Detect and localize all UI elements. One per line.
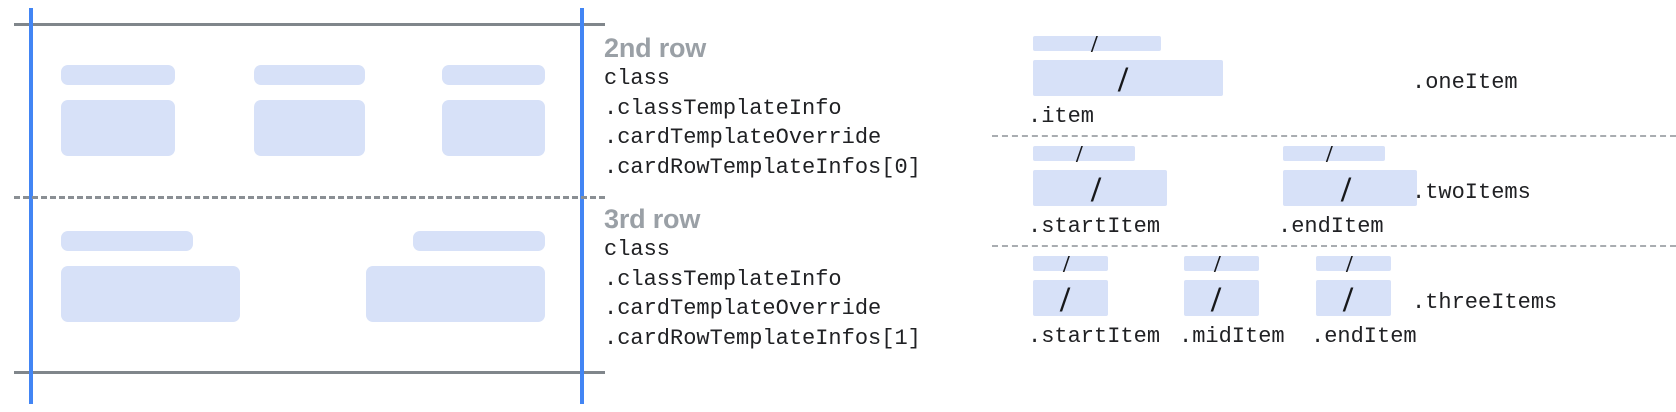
annotation-column: 2nd row class .classTemplateInfo .cardTe… — [604, 0, 984, 412]
slot-label: .midItem — [1179, 324, 1285, 349]
item-slot: / / .item — [1006, 0, 1266, 129]
annotation-third-row: 3rd row class .classTemplateInfo .cardTe… — [604, 203, 921, 353]
placeholder-title-bar — [413, 231, 545, 251]
annotation-code-line: .classTemplateInfo — [604, 95, 842, 121]
placeholder-body-block — [442, 100, 545, 156]
layout-divider — [992, 135, 1676, 137]
slot-main-bar — [1033, 280, 1108, 316]
slot-label: .startItem — [1028, 324, 1161, 349]
placeholder-body-block — [61, 100, 175, 156]
layout-divider — [992, 245, 1676, 247]
card-preview-panel — [0, 0, 610, 412]
annotation-title: 3rd row — [604, 204, 701, 234]
slot-main-bar — [1316, 280, 1391, 316]
placeholder-body-block — [254, 100, 365, 156]
slot-main-bar — [1033, 60, 1223, 96]
item-slot: / / .endItem — [1289, 220, 1439, 349]
item-slot: / / .startItem — [1006, 110, 1206, 239]
card-right-guide — [580, 8, 584, 404]
annotation-code-line: .classTemplateInfo — [604, 266, 842, 292]
slot-top-bar — [1033, 146, 1135, 161]
card-top-border — [14, 23, 605, 26]
row-separator — [14, 196, 605, 199]
slot-top-bar — [1033, 256, 1108, 271]
placeholder-title-bar — [442, 65, 545, 85]
annotation-code-line: .cardTemplateOverride — [604, 125, 882, 150]
slot-top-bar — [1283, 146, 1385, 161]
annotation-code-line: .cardRowTemplateInfos[1] — [604, 325, 921, 351]
slot-label: .startItem — [1028, 214, 1161, 239]
item-slot: / / .endItem — [1256, 110, 1456, 239]
slot-top-bar — [1033, 36, 1161, 51]
placeholder-title-bar — [254, 65, 365, 85]
slot-main-bar — [1033, 170, 1167, 206]
layout-group-label: .twoItems — [1412, 180, 1531, 205]
placeholder-body-block — [366, 266, 545, 322]
item-slot: / / .midItem — [1157, 220, 1307, 349]
annotation-code-line: class — [604, 237, 671, 262]
placeholder-body-block — [61, 266, 240, 322]
annotation-code-line: .cardRowTemplateInfos[0] — [604, 154, 921, 180]
slot-main-bar — [1184, 280, 1259, 316]
slot-top-bar — [1184, 256, 1259, 271]
placeholder-title-bar — [61, 65, 175, 85]
placeholder-title-bar — [61, 231, 193, 251]
slot-label: .endItem — [1278, 214, 1384, 239]
annotation-code-line: .cardTemplateOverride — [604, 296, 882, 321]
annotation-title: 2nd row — [604, 33, 707, 63]
slot-label: .endItem — [1311, 324, 1417, 349]
item-layout-panel: / / .item .oneItem / / .startItem / — [984, 0, 1676, 412]
layout-group-label: .oneItem — [1412, 70, 1518, 95]
card-bottom-border — [14, 371, 605, 374]
annotation-code-line: class — [604, 66, 671, 91]
slot-main-bar — [1283, 170, 1417, 206]
annotation-second-row: 2nd row class .classTemplateInfo .cardTe… — [604, 32, 921, 182]
layout-group-label: .threeItems — [1412, 290, 1558, 315]
slot-label: .item — [1028, 104, 1095, 129]
card-left-guide — [29, 8, 33, 404]
slot-top-bar — [1316, 256, 1391, 271]
item-slot: / / .startItem — [1006, 220, 1160, 349]
